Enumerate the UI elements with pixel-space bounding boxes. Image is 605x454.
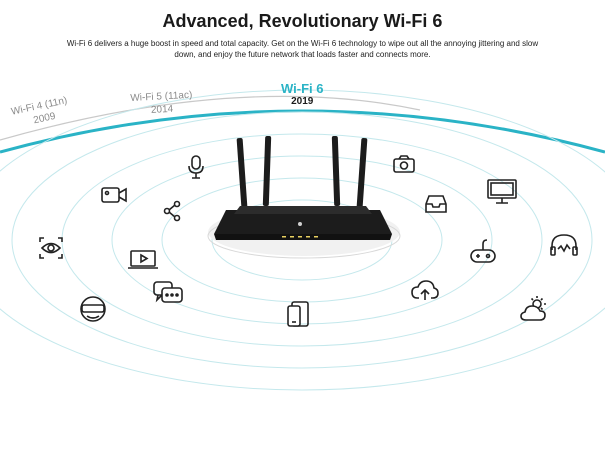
page-description: Wi-Fi 6 delivers a huge boost in speed a… [66,39,539,59]
vr-headset-icon [80,296,106,322]
page-title: Advanced, Revolutionary Wi-Fi 6 [162,11,443,31]
generation-name: Wi-Fi 5 (11ac) [130,89,193,104]
inbox-icon [425,195,447,213]
tablet-icon [287,301,309,327]
game-controller-icon [470,239,496,263]
weather-icon [520,296,546,321]
share-icon [163,200,181,222]
generation-wifi6: Wi-Fi 6 2019 [281,82,324,108]
wifi5-arc [0,95,421,141]
video-camera-icon [101,187,127,203]
camera-icon [393,155,415,173]
eye-icon [39,237,63,259]
router [214,135,392,240]
generation-name: Wi-Fi 6 [281,81,324,96]
wifi6-arc [0,109,605,154]
monitor-icon [487,179,517,204]
headphones-icon [550,234,578,256]
generation-wifi5: Wi-Fi 5 (11ac) 2014 [130,89,193,118]
wave-ring [0,89,605,391]
cloud-upload-icon [411,280,439,300]
laptop-play-icon [128,250,158,269]
microphone-icon [188,155,204,179]
wave-ring [111,155,493,325]
chat-icon [153,281,183,303]
wave-ring [11,111,593,369]
generation-year: 2019 [291,96,314,107]
